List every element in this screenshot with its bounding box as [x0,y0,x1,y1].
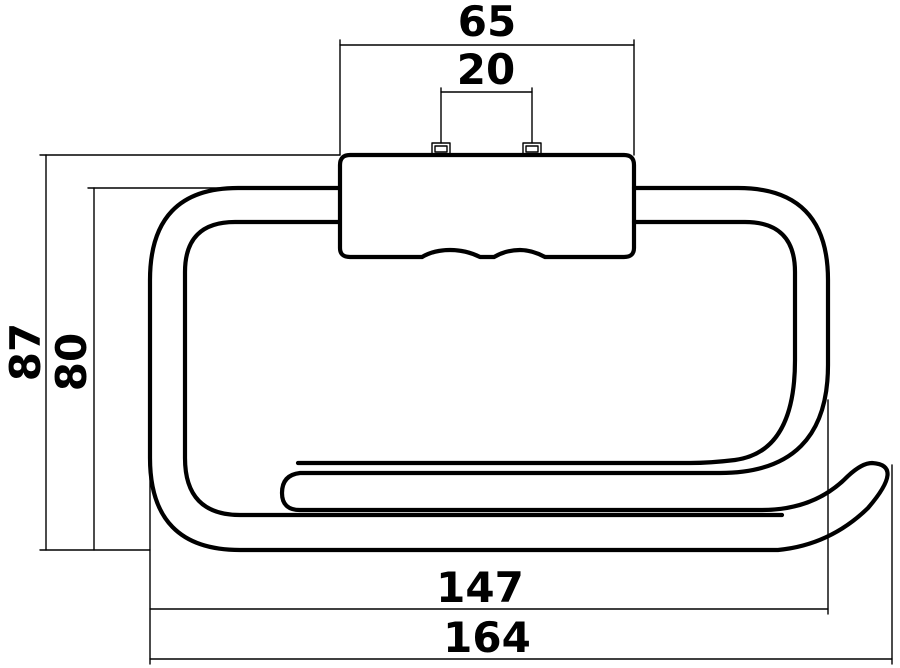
dimension-label-hole-spacing: 20 [457,45,515,94]
dimension-total-width: 164 [149,464,893,665]
ring-inner-contour [182,219,785,518]
dimension-label-ring-height: 80 [47,333,96,391]
ring-outer-contour [147,185,890,553]
wall-mount-block [337,152,637,260]
dimension-ring-width: 147 [149,399,829,665]
dimension-label-total-width: 164 [443,613,531,662]
dimension-hole-spacing: 20 [440,45,533,144]
dimension-label-ring-width: 147 [436,563,524,612]
dimension-label-total-height: 87 [1,323,50,381]
dimension-total-height: 87 [1,154,341,551]
ring-inner-contour-right [295,219,798,466]
dimension-mount-width: 65 [339,0,635,156]
dimension-label-mount-width: 65 [458,0,516,46]
dimension-ring-height: 80 [47,187,241,551]
